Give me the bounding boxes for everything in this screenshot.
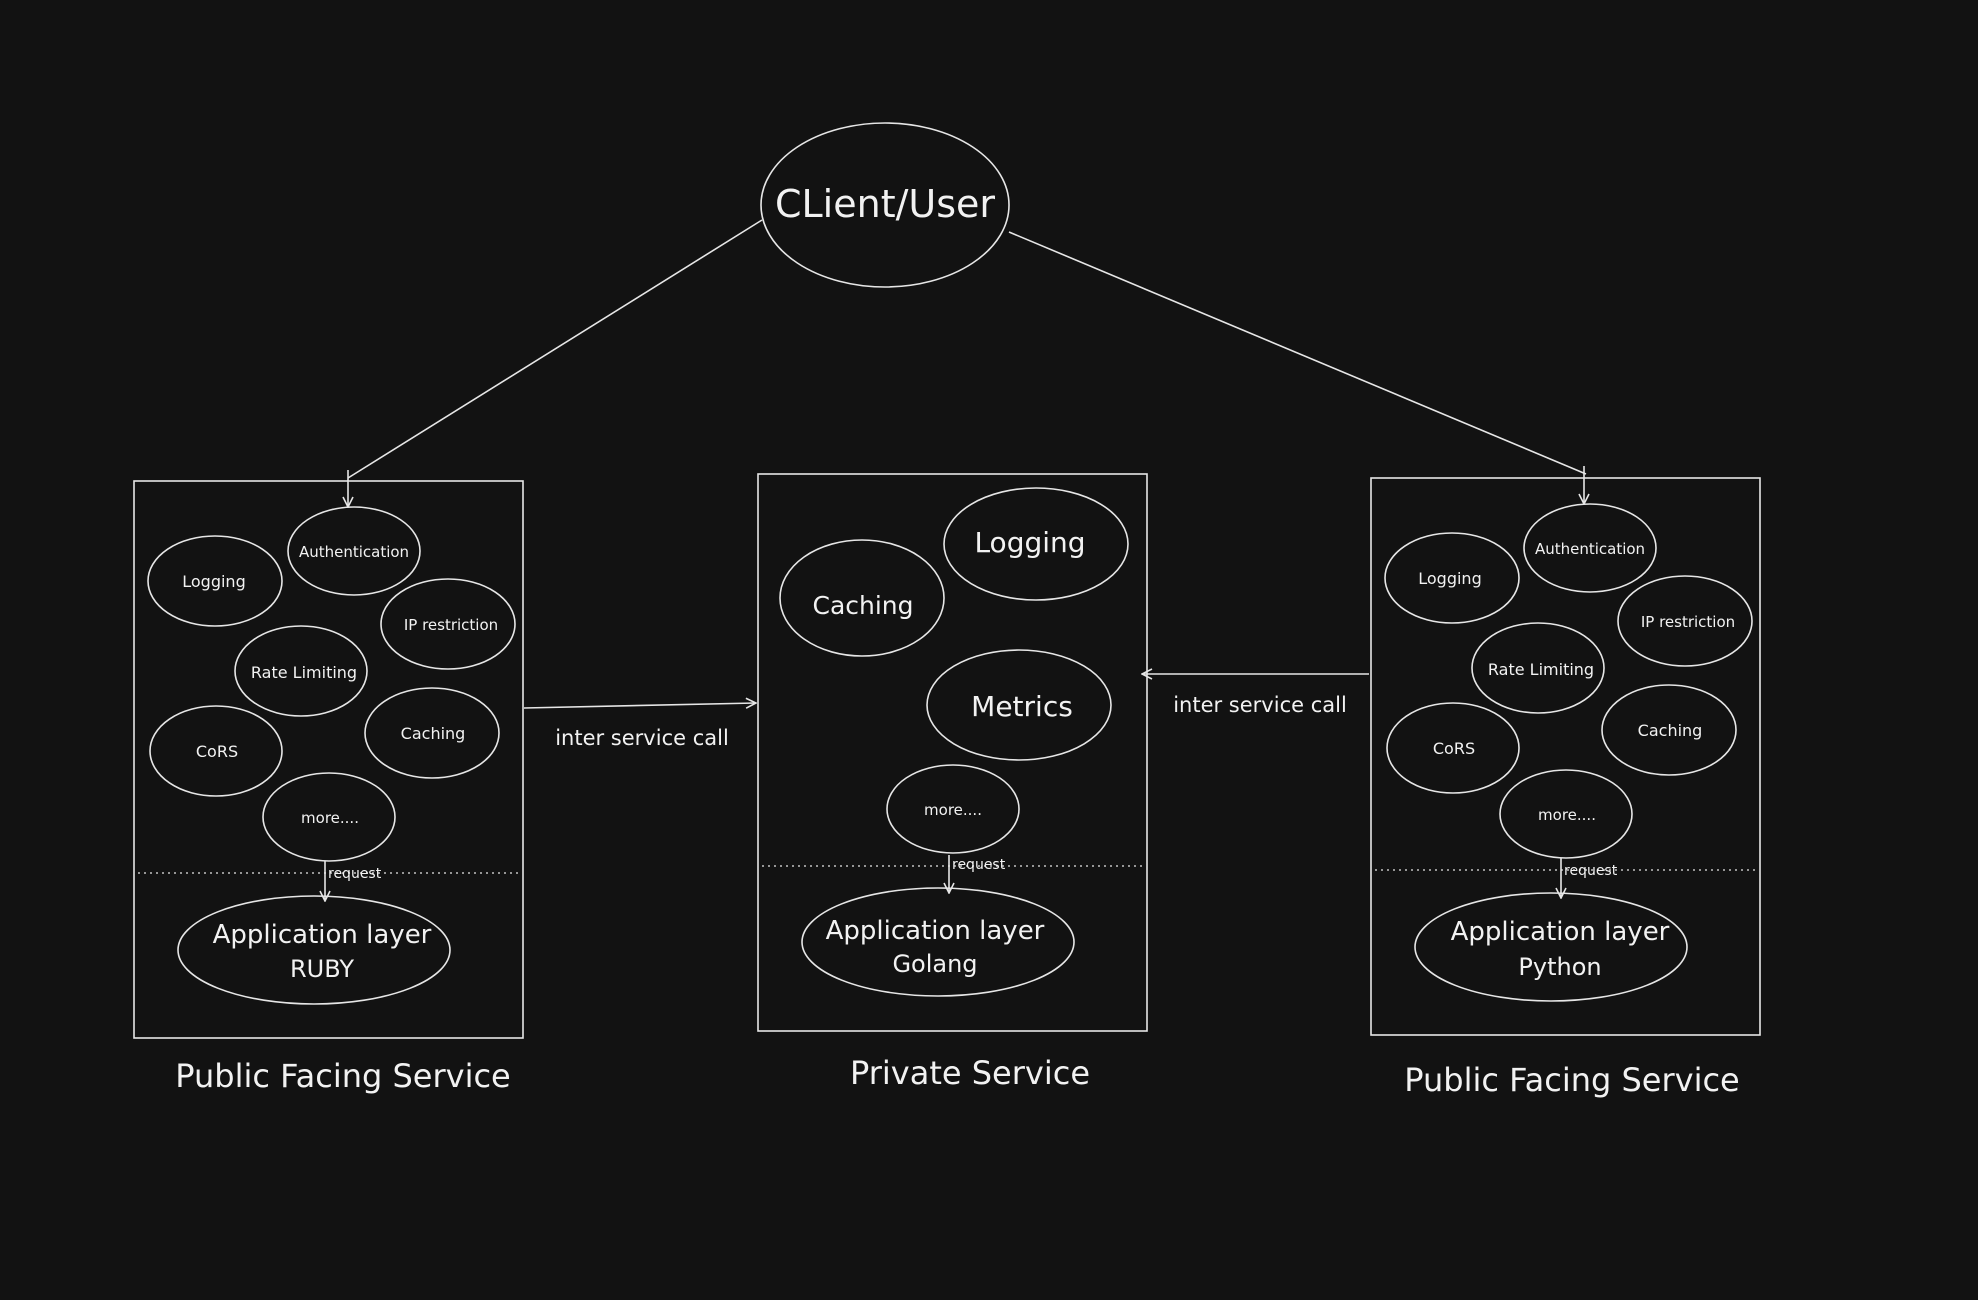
middleware-more: more....	[886, 764, 1020, 854]
inter-service-label: inter service call	[555, 726, 729, 750]
service-box	[1370, 477, 1761, 1036]
middleware-caching: Caching	[779, 539, 945, 657]
request-label: request	[1564, 863, 1618, 879]
app-layer-line1: Application layer	[826, 916, 1045, 946]
middleware-rate-limiting: Rate Limiting	[1471, 622, 1605, 714]
app-layer-line2: RUBY	[290, 955, 354, 983]
service-public-python: Authentication Logging IP restriction Ra…	[1370, 466, 1761, 1099]
middleware-label: Caching	[1638, 721, 1703, 740]
app-layer-line1: Application layer	[1451, 917, 1670, 947]
request-label: request	[952, 857, 1006, 873]
middleware-label: CoRS	[1433, 739, 1475, 758]
middleware-label: more....	[924, 801, 982, 819]
middleware-authentication: Authentication	[1523, 503, 1657, 593]
middleware-cors: CoRS	[149, 705, 283, 797]
middleware-label: Rate Limiting	[1488, 660, 1594, 679]
middleware-more: more....	[1499, 769, 1633, 859]
middleware-logging: Logging	[147, 535, 283, 627]
middleware-rate-limiting: Rate Limiting	[234, 625, 368, 717]
service-public-ruby: Authentication Logging IP restriction Ra…	[133, 470, 524, 1095]
service-title: Public Facing Service	[1404, 1061, 1739, 1099]
middleware-label: Authentication	[299, 543, 409, 561]
request-label: request	[328, 866, 382, 882]
inter-service-call-left: inter service call	[523, 703, 756, 750]
middleware-label: Rate Limiting	[251, 663, 357, 682]
app-layer-line2: Python	[1518, 953, 1601, 981]
middleware-label: IP restriction	[1641, 613, 1735, 631]
middleware-label: IP restriction	[404, 616, 498, 634]
middleware-label: Logging	[182, 572, 245, 591]
middleware-label: Logging	[1418, 569, 1481, 588]
middleware-caching: Caching	[1601, 684, 1737, 776]
inter-service-arrow	[523, 703, 756, 708]
middleware-metrics: Metrics	[926, 649, 1112, 761]
middleware-label: Metrics	[971, 690, 1073, 723]
middleware-more: more....	[262, 772, 396, 862]
middleware-cors: CoRS	[1386, 702, 1520, 794]
app-layer-line2: Golang	[892, 950, 977, 978]
middleware-caching: Caching	[364, 687, 500, 779]
middleware-label: more....	[1538, 806, 1596, 824]
service-box	[757, 473, 1148, 1032]
client-node: CLient/User	[760, 122, 1010, 288]
client-to-right-service-connector	[1008, 231, 1587, 475]
middleware-label: Caching	[401, 724, 466, 743]
middleware-authentication: Authentication	[287, 506, 421, 596]
middleware-logging: Logging	[943, 487, 1129, 601]
client-ellipse	[760, 122, 1010, 288]
inter-service-call-right: inter service call	[1142, 674, 1369, 717]
inter-service-label: inter service call	[1173, 693, 1347, 717]
app-layer-python: Application layer Python	[1414, 892, 1688, 1002]
middleware-label: Authentication	[1535, 540, 1645, 558]
service-title: Private Service	[850, 1054, 1090, 1092]
app-layer-golang: Application layer Golang	[801, 887, 1075, 997]
middleware-ip-restriction: IP restriction	[1617, 575, 1753, 667]
middleware-ip-restriction: IP restriction	[380, 578, 516, 670]
service-private-golang: Logging Caching Metrics more.... request…	[757, 473, 1148, 1092]
middleware-label: more....	[301, 809, 359, 827]
middleware-label: Logging	[974, 526, 1085, 559]
service-title: Public Facing Service	[175, 1057, 510, 1095]
app-layer-ruby: Application layer RUBY	[177, 895, 451, 1005]
middleware-label: CoRS	[196, 742, 238, 761]
middleware-logging: Logging	[1384, 532, 1520, 624]
app-layer-line1: Application layer	[213, 920, 432, 950]
client-to-left-service-connector	[347, 219, 763, 479]
client-label: CLient/User	[775, 182, 995, 226]
service-box	[133, 480, 524, 1039]
middleware-label: Caching	[812, 591, 913, 620]
